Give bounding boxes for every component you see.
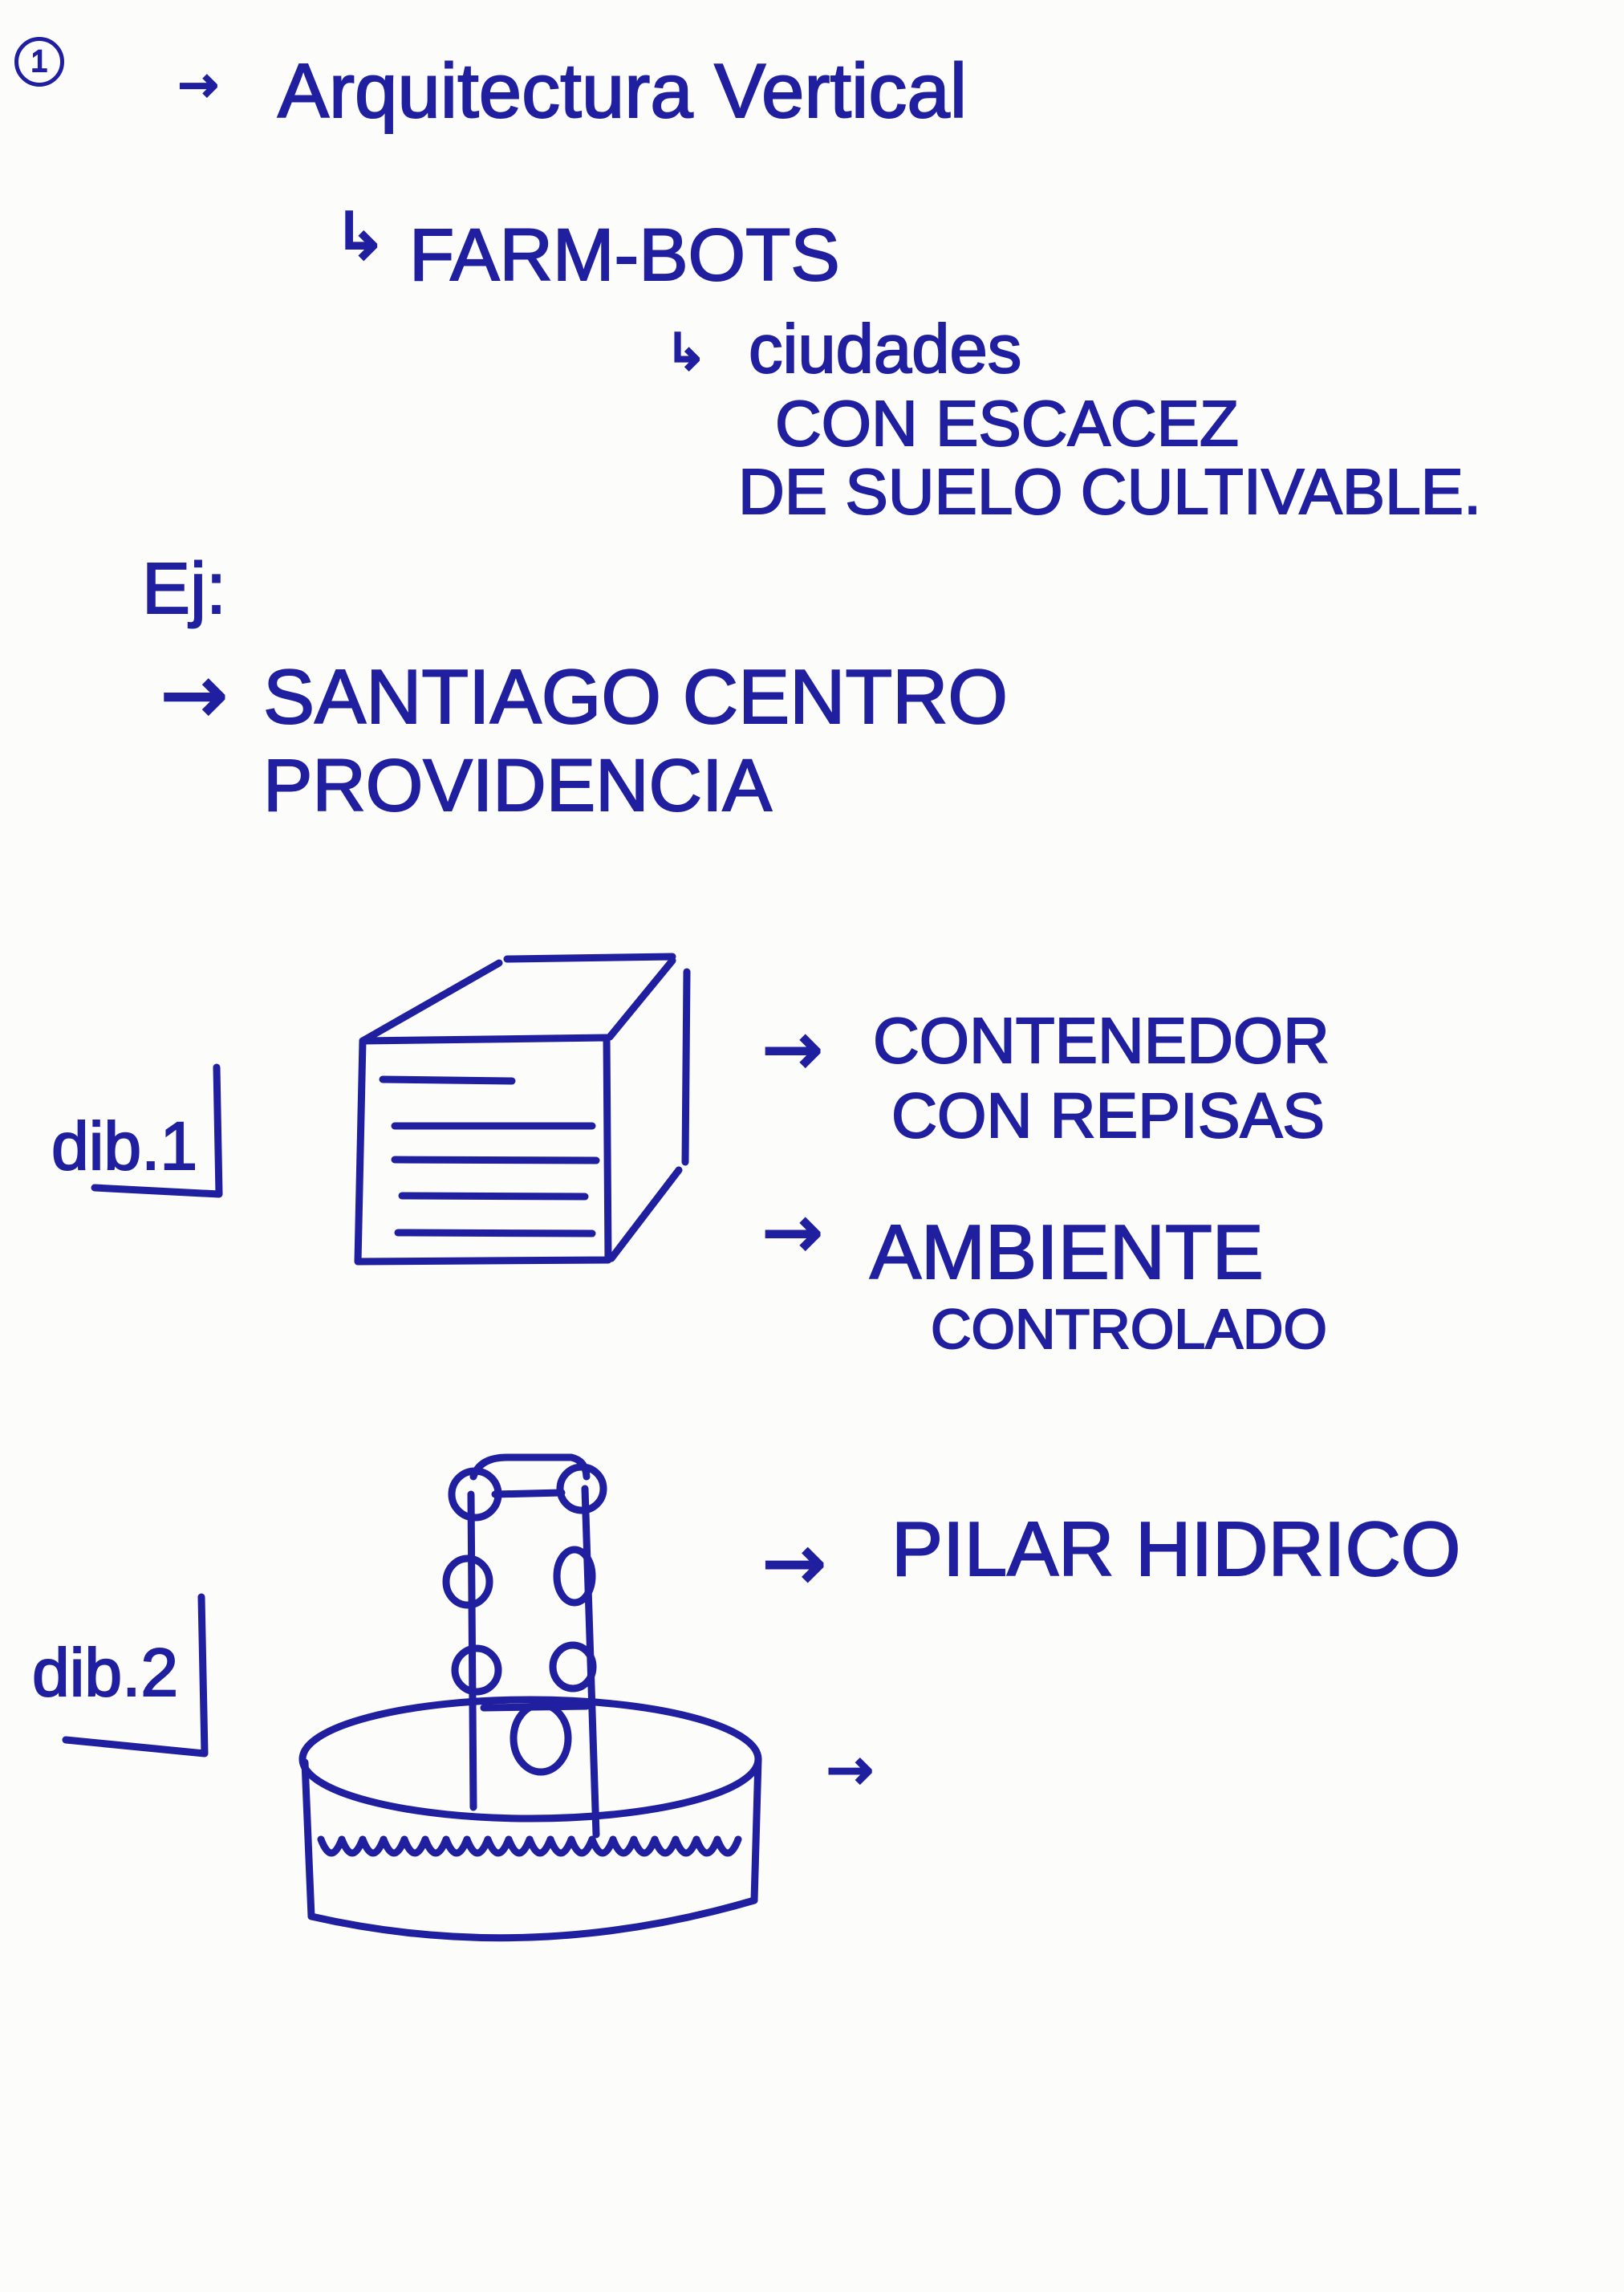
drawing-1-note-line: CONTENEDOR — [872, 1005, 1330, 1076]
branch-farm-bots: FARM-BOTS — [408, 214, 841, 296]
arrow-icon: → — [761, 1007, 823, 1091]
arrow-icon: → — [826, 1737, 875, 1802]
pillar-opening — [553, 1546, 596, 1607]
pillar-water-drop — [510, 1701, 572, 1776]
shelved-container-sketch — [354, 953, 691, 1266]
branch-cities-line: CON ESCACEZ — [774, 388, 1240, 459]
tank-right-wall — [750, 1755, 762, 1904]
container-top-back-edge — [503, 953, 676, 963]
example-item: PROVIDENCIA — [262, 745, 773, 827]
drawing-1-note-line: AMBIENTE — [869, 1209, 1265, 1295]
container-front-face — [354, 1034, 612, 1266]
tank-water-waves — [317, 1835, 742, 1857]
topic-title: Arquitectura Vertical — [277, 48, 968, 134]
container-top-right-edge — [606, 957, 676, 1041]
drawing-1-note-line: CONTROLADO — [930, 1298, 1328, 1360]
item-number: 1 — [30, 45, 48, 79]
drawing-2-bracket — [62, 1593, 209, 1758]
container-bottom-right-edge — [607, 1166, 683, 1262]
drawing-1-label: dib.1 — [51, 1108, 198, 1184]
pillar-opening — [556, 1463, 607, 1514]
example-item: SANTIAGO CENTRO — [262, 654, 1009, 740]
pillar-opening — [451, 1644, 502, 1696]
branch-arrow-icon: ↳ — [664, 323, 708, 381]
water-pillar-tank-sketch — [298, 1453, 762, 1942]
drawing-2-label: dib.2 — [31, 1635, 179, 1710]
arrow-icon: → — [761, 1190, 823, 1274]
item-number-badge: 1 — [14, 37, 64, 87]
arrow-icon: → — [160, 648, 229, 742]
container-top-left-edge — [359, 959, 503, 1045]
pillar-opening — [448, 1467, 502, 1522]
tank-left-wall — [301, 1758, 315, 1920]
pillar-opening — [549, 1641, 597, 1693]
drawing-1-bracket — [91, 1063, 223, 1198]
container-back-right-edge — [681, 968, 691, 1166]
branch-cities-line: DE SUELO CULTIVABLE. — [737, 456, 1482, 527]
drawing-1-note-line: CON REPISAS — [891, 1079, 1326, 1151]
pillar-top-connector — [491, 1489, 566, 1498]
branch-cities-line: ciudades — [748, 311, 1022, 388]
drawing-2-note-line: PILAR HIDRICO — [891, 1506, 1461, 1592]
examples-label: Ej: — [141, 549, 227, 629]
arrow-icon: → — [177, 57, 219, 113]
arrow-icon: → — [761, 1519, 828, 1607]
branch-arrow-icon: ↳ — [331, 199, 388, 274]
container-shelf-line — [379, 1075, 516, 1085]
tank-rim — [298, 1696, 762, 1823]
tank-bottom — [307, 1896, 758, 1942]
container-shelf-line — [398, 1192, 589, 1201]
pillar-opening — [442, 1554, 493, 1609]
